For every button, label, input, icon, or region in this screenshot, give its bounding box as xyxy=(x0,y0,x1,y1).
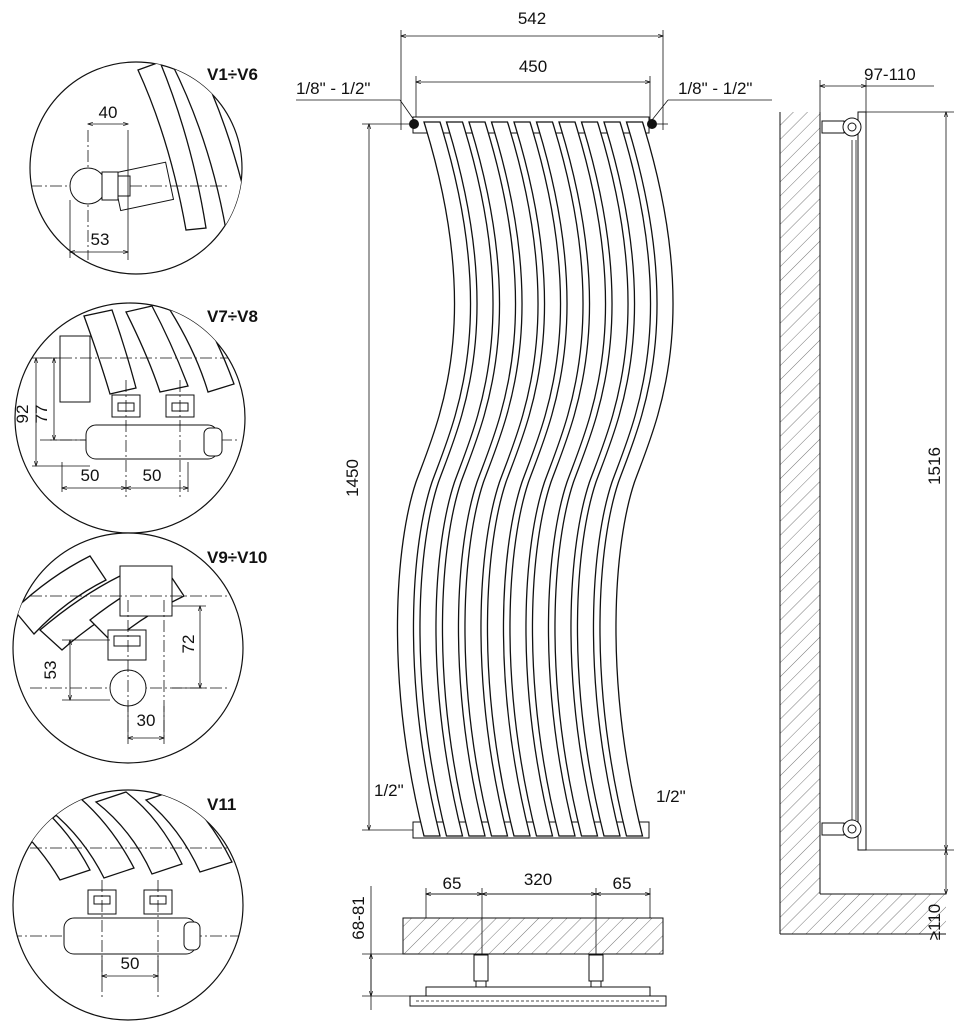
top-left-connection-label: 1/8" - 1/2" xyxy=(296,79,370,98)
bracket-view: 65 320 65 68-81 xyxy=(349,870,667,1010)
detail-v7-v8: V7÷V8 92 77 50 50 xyxy=(13,302,258,534)
bottom-left-connection-label: 1/2" xyxy=(374,781,404,800)
v1-v6-dim-b: 53 xyxy=(91,230,110,249)
v9-v10-dim-c: 30 xyxy=(137,711,156,730)
side-view: 97-110 1516 ≥110 xyxy=(779,65,954,940)
radiator-tube xyxy=(554,121,629,837)
radiator-tube xyxy=(576,121,652,837)
v1-v6-dim-a: 40 xyxy=(99,103,118,122)
radiator-tube xyxy=(419,121,494,837)
radiator-tube xyxy=(441,121,517,837)
bracket-right-offset-label: 65 xyxy=(613,874,632,893)
v11-dim-a: 50 xyxy=(121,954,140,973)
radiator-tube xyxy=(396,121,472,837)
v9-v10-dim-b: 72 xyxy=(179,635,198,654)
total-height-label: 1516 xyxy=(925,447,944,485)
v7-v8-dim-b: 77 xyxy=(32,405,51,424)
axis-width-label: 450 xyxy=(519,57,547,76)
overall-width-label: 542 xyxy=(518,9,546,28)
radiator-tube xyxy=(509,121,584,837)
v7-v8-dim-c: 50 xyxy=(81,466,100,485)
radiator-tube xyxy=(464,121,539,837)
bottom-right-connection-label: 1/2" xyxy=(656,787,686,806)
top-right-connection-label: 1/8" - 1/2" xyxy=(678,79,752,98)
detail-v1-v6: V1÷V6 40 53 xyxy=(29,61,258,275)
v7-v8-dim-d: 50 xyxy=(143,466,162,485)
bracket-left-offset-label: 65 xyxy=(443,874,462,893)
v9-v10-dim-a: 53 xyxy=(41,661,60,680)
height-label: 1450 xyxy=(343,459,362,497)
detail-v9-v10: V9÷V10 53 72 30 xyxy=(12,532,267,764)
bracket-wall-distance-label: 68-81 xyxy=(349,896,368,939)
detail-v11: V11 50 xyxy=(12,789,244,1021)
depth-label: 97-110 xyxy=(864,65,916,84)
radiator-tube xyxy=(486,121,562,837)
detail-title-v1-v6: V1÷V6 xyxy=(207,65,258,84)
radiator-tube xyxy=(599,121,674,837)
radiator-tube xyxy=(531,121,607,837)
v7-v8-dim-a: 92 xyxy=(13,405,32,424)
detail-title-v11: V11 xyxy=(207,795,236,814)
detail-title-v9-v10: V9÷V10 xyxy=(207,548,267,567)
floor-clearance-label: ≥110 xyxy=(925,904,944,940)
front-view: 542 450 1/8" - 1/2" 1/8" - 1/2" 1450 1/2… xyxy=(296,9,772,839)
bracket-center-distance-label: 320 xyxy=(524,870,552,889)
detail-title-v7-v8: V7÷V8 xyxy=(207,307,258,326)
radiator-tubes xyxy=(396,121,674,837)
